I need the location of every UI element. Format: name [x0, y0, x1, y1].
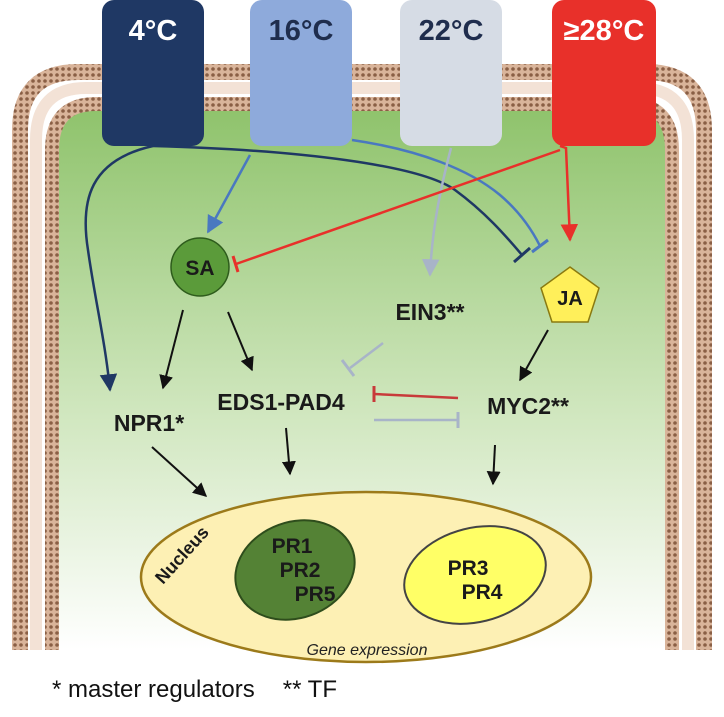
inhibit-16c-bar — [531, 238, 549, 254]
gene-pr3: PR3 — [448, 557, 489, 580]
temp-label-22c: 22°C — [419, 15, 484, 47]
footnote-tf: ** TF — [282, 676, 337, 703]
npr1-label: NPR1* — [114, 410, 184, 436]
arrow-npr1-to-nucleus — [151, 446, 208, 497]
temp-label-28c: ≥28°C — [564, 15, 645, 47]
sa-label: SA — [185, 257, 214, 280]
temp-box-16c: 16°C — [250, 0, 352, 146]
green-gene-group — [234, 519, 356, 621]
inhibit-4c-to-ja — [152, 144, 523, 256]
inhibit-ein3-to-eds1 — [349, 342, 384, 369]
footnote: * master regulators ** TF — [52, 676, 365, 704]
inhibit-ein3-bar — [340, 359, 356, 377]
arrow-16c-to-sa — [206, 154, 252, 234]
arrow-4c-to-npr1 — [84, 144, 154, 392]
temp-box-4c-bg — [102, 0, 204, 146]
temp-box-28c-bg — [552, 0, 656, 146]
temp-box-22c-bg — [400, 0, 502, 146]
ja-node — [540, 266, 600, 323]
arrow-28c-to-ja — [559, 144, 579, 242]
arrow-22c-to-ein3 — [421, 147, 453, 277]
gene-pr5: PR5 — [295, 583, 336, 606]
inhibit-16c-to-ja — [351, 138, 542, 247]
arrow-eds1-to-nucleus — [281, 427, 296, 476]
cell-membrane — [12, 64, 712, 650]
inhibit-4c-bar — [513, 246, 531, 264]
arrow-ja-to-myc2 — [519, 329, 549, 382]
temp-label-4c: 4°C — [129, 15, 178, 47]
temp-box-16c-bg — [250, 0, 352, 146]
gene-pr2: PR2 — [280, 559, 321, 582]
yellow-gene-group — [403, 525, 547, 625]
arrow-sa-to-npr1 — [159, 309, 184, 390]
temp-box-4c: 4°C — [102, 0, 204, 146]
eds1-pad4-label: EDS1-PAD4 — [217, 389, 345, 415]
temp-label-16c: 16°C — [269, 15, 334, 47]
myc2-label: MYC2** — [487, 393, 569, 419]
arrow-sa-to-eds1 — [227, 311, 254, 372]
inhibit-28c-bar — [231, 255, 240, 273]
footnote-master-regulators: * master regulators — [52, 676, 255, 703]
gene-pr1: PR1 — [272, 535, 313, 558]
gene-expression-caption: Gene expression — [307, 642, 428, 659]
sa-node — [170, 237, 230, 297]
ein3-label: EIN3** — [395, 299, 464, 325]
inhibit-myc2-to-eds1 — [373, 392, 459, 400]
temp-box-22c: 22°C — [400, 0, 502, 146]
ja-label: JA — [557, 288, 583, 310]
gene-pr4: PR4 — [462, 581, 503, 604]
arrow-myc2-to-nucleus — [486, 444, 501, 486]
inhibit-28c-to-sa — [235, 148, 561, 266]
temp-box-28c: ≥28°C — [552, 0, 656, 146]
